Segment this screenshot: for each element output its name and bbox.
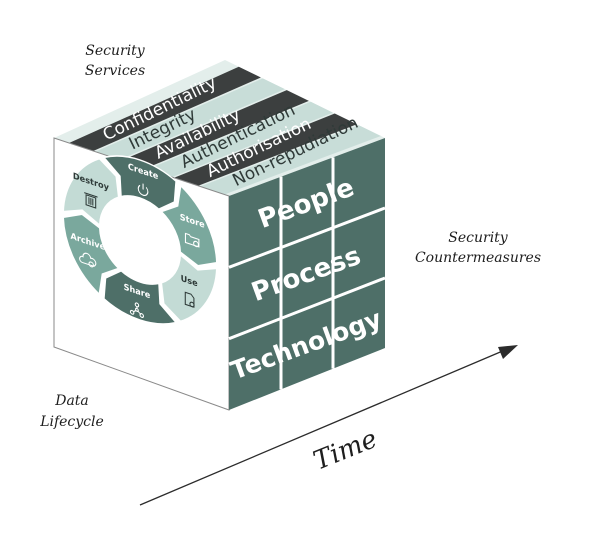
data-lifecycle-label-line2: Lifecycle bbox=[39, 414, 104, 430]
lifecycle-segment-destroy bbox=[62, 157, 120, 227]
cloud-upload-icon bbox=[79, 252, 97, 268]
data-lifecycle-label-line1: Data bbox=[54, 393, 89, 409]
security-countermeasures-label-line2: Countermeasures bbox=[415, 250, 541, 266]
service-strip-4 bbox=[147, 101, 333, 178]
service-strip-6 bbox=[200, 125, 381, 195]
lifecycle-segment-use bbox=[160, 253, 218, 323]
grid-line-horizontal bbox=[228, 206, 386, 269]
share-icon bbox=[129, 302, 144, 318]
service-strip-3 bbox=[121, 90, 309, 169]
grid-line-horizontal bbox=[228, 276, 386, 341]
trash-icon bbox=[84, 192, 98, 209]
lifecycle-segment-create bbox=[102, 155, 177, 211]
security-countermeasures-label-line1: Security bbox=[448, 230, 509, 246]
time-arrow bbox=[139, 345, 518, 506]
right-face-grid bbox=[228, 157, 386, 390]
power-icon bbox=[137, 183, 149, 196]
service-strip-1 bbox=[69, 66, 261, 151]
security-services-label-line2: Services bbox=[85, 63, 145, 79]
time-arrow-head bbox=[498, 345, 518, 359]
top-face-security-services: ConfidentialityIntegrityAvailabilityAuth… bbox=[54, 60, 385, 196]
right-face-background bbox=[229, 138, 385, 410]
time-label: Time bbox=[309, 424, 381, 476]
folder-icon bbox=[184, 232, 200, 248]
lifecycle-segment-archive bbox=[62, 213, 120, 296]
lifecycle-segment-share bbox=[103, 269, 178, 325]
lifecycle-segment-store bbox=[160, 184, 218, 267]
security-services-label-line1: Security bbox=[85, 43, 146, 59]
service-strip-5 bbox=[174, 113, 357, 186]
document-icon bbox=[184, 291, 195, 308]
service-strip-2 bbox=[95, 78, 285, 160]
time-arrow-line bbox=[139, 349, 506, 506]
